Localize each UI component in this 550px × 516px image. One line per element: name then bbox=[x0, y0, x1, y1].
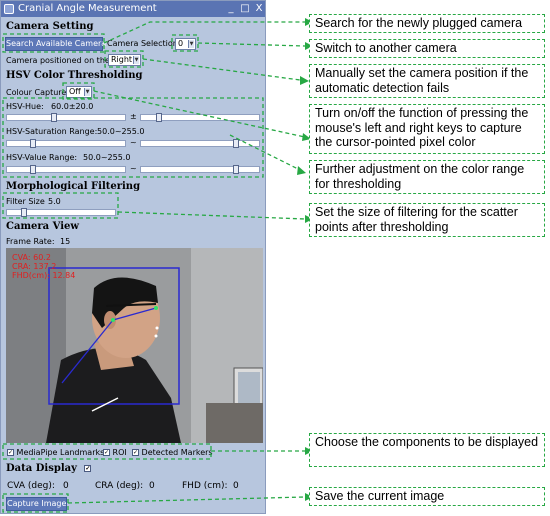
camera-feed: CVA: 60.2 CRA: 137.2 FHD(cm): 12.84 bbox=[6, 248, 263, 443]
roi-label: ROI bbox=[112, 448, 127, 457]
arrow-head-icon bbox=[300, 76, 309, 85]
camera-setting-heading: Camera Setting bbox=[6, 21, 94, 32]
callout-position: Manually set the camera position if the … bbox=[309, 64, 545, 98]
frame-rate-label: Frame Rate: bbox=[6, 237, 55, 246]
chevron-down-icon: ▼ bbox=[84, 88, 90, 96]
saturation-separator: ~ bbox=[130, 138, 137, 147]
data-display-title: Data Display bbox=[6, 463, 77, 474]
data-display-checkbox[interactable]: ✓ bbox=[84, 465, 92, 472]
camera-position-combo[interactable]: Right ▼ bbox=[108, 54, 141, 66]
colour-capture-label: Colour Capture bbox=[6, 88, 67, 97]
camera-position-label: Camera positioned on the: bbox=[6, 56, 113, 65]
callout-display-options: Choose the components to be displayed bbox=[309, 433, 545, 467]
saturation-label: HSV-Saturation Range: bbox=[6, 127, 98, 136]
slider-handle[interactable] bbox=[21, 208, 27, 217]
fhd-value: 0 bbox=[233, 481, 239, 491]
slider-handle[interactable] bbox=[233, 165, 239, 174]
overlay-cva: CVA: 60.2 bbox=[12, 253, 51, 262]
value-min-slider[interactable] bbox=[6, 165, 126, 174]
saturation-value: 50.0~255.0 bbox=[97, 127, 145, 136]
mediapipe-label: MediaPipe Landmarks bbox=[16, 448, 105, 457]
capture-image-button[interactable]: Capture Image bbox=[6, 497, 67, 511]
data-display-heading: Data Display ✓ bbox=[6, 463, 92, 474]
app-icon bbox=[4, 4, 14, 14]
window-title: Cranial Angle Measurement bbox=[18, 3, 157, 14]
title-bar: Cranial Angle Measurement _ □ X bbox=[1, 1, 265, 17]
cra-label: CRA (deg): bbox=[95, 481, 144, 491]
camera-selection-label: Camera Selection: bbox=[107, 39, 181, 48]
roi-option[interactable]: ✓ ROI bbox=[103, 448, 127, 457]
overlay-fhd: FHD(cm): 12.84 bbox=[12, 271, 76, 280]
slider-handle[interactable] bbox=[233, 139, 239, 148]
camera-position-value: Right bbox=[111, 55, 133, 64]
chevron-down-icon: ▼ bbox=[133, 56, 139, 64]
fhd-label: FHD (cm): bbox=[182, 481, 228, 491]
close-button[interactable]: X bbox=[255, 3, 263, 14]
value-max-slider[interactable] bbox=[140, 165, 260, 174]
roi-box bbox=[48, 267, 180, 405]
camera-selection-value: 0 bbox=[178, 39, 184, 48]
callout-colour-capture: Turn on/off the function of pressing the… bbox=[309, 104, 545, 154]
measurement-overlay: CVA: 60.2 CRA: 137.2 FHD(cm): 12.84 bbox=[12, 253, 75, 280]
hsv-heading: HSV Color Thresholding bbox=[6, 70, 143, 81]
callout-filter: Set the size of filtering for the scatte… bbox=[309, 203, 545, 237]
frame-rate-value: 15 bbox=[60, 237, 71, 246]
callout-hsv: Further adjustment on the color range fo… bbox=[309, 160, 545, 194]
saturation-min-slider[interactable] bbox=[6, 139, 126, 148]
callout-selection: Switch to another camera bbox=[309, 39, 545, 58]
slider-handle[interactable] bbox=[30, 139, 36, 148]
maximize-button[interactable]: □ bbox=[240, 3, 250, 14]
filter-size-label: Filter Size bbox=[6, 197, 45, 206]
app-window: Cranial Angle Measurement _ □ X Camera S… bbox=[0, 0, 266, 514]
filter-size-slider[interactable] bbox=[6, 208, 116, 217]
minimize-button[interactable]: _ bbox=[228, 3, 234, 14]
search-camera-button[interactable]: Search Available Camera bbox=[5, 37, 106, 51]
cra-value: 0 bbox=[149, 481, 155, 491]
camera-selection-combo[interactable]: 0 ▼ bbox=[175, 38, 196, 50]
markers-label: Detected Markers bbox=[141, 448, 213, 457]
hue-range-slider[interactable] bbox=[140, 113, 260, 122]
callout-search: Search for the newly plugged camera bbox=[309, 14, 545, 33]
value-range: 50.0~255.0 bbox=[83, 153, 131, 162]
camera-view-heading: Camera View bbox=[6, 221, 79, 232]
value-label: HSV-Value Range: bbox=[6, 153, 78, 162]
saturation-max-slider[interactable] bbox=[140, 139, 260, 148]
filter-size-value: 5.0 bbox=[48, 197, 61, 206]
morph-heading: Morphological Filtering bbox=[6, 181, 141, 192]
markers-option[interactable]: ✓ Detected Markers bbox=[132, 448, 213, 457]
colour-capture-combo[interactable]: Off ▼ bbox=[66, 86, 92, 98]
callout-capture: Save the current image bbox=[309, 487, 545, 506]
slider-handle[interactable] bbox=[51, 113, 57, 122]
cva-value: 0 bbox=[63, 481, 69, 491]
value-separator: ~ bbox=[130, 164, 137, 173]
mediapipe-checkbox[interactable]: ✓ bbox=[7, 449, 14, 456]
cva-label: CVA (deg): bbox=[7, 481, 55, 491]
markers-checkbox[interactable]: ✓ bbox=[132, 449, 139, 456]
hue-value: 60.0±20.0 bbox=[51, 102, 94, 111]
overlay-cra: CRA: 137.2 bbox=[12, 262, 57, 271]
hue-center-slider[interactable] bbox=[6, 113, 126, 122]
mediapipe-option[interactable]: ✓ MediaPipe Landmarks bbox=[7, 448, 104, 457]
hue-separator: ± bbox=[130, 112, 137, 121]
colour-capture-value: Off bbox=[69, 87, 81, 96]
arrow-head-icon bbox=[297, 166, 306, 175]
chevron-down-icon: ▼ bbox=[188, 40, 194, 48]
camera-scene bbox=[6, 248, 263, 443]
slider-handle[interactable] bbox=[30, 165, 36, 174]
roi-checkbox[interactable]: ✓ bbox=[103, 449, 110, 456]
slider-handle[interactable] bbox=[156, 113, 162, 122]
hue-label: HSV-Hue: bbox=[6, 102, 44, 111]
